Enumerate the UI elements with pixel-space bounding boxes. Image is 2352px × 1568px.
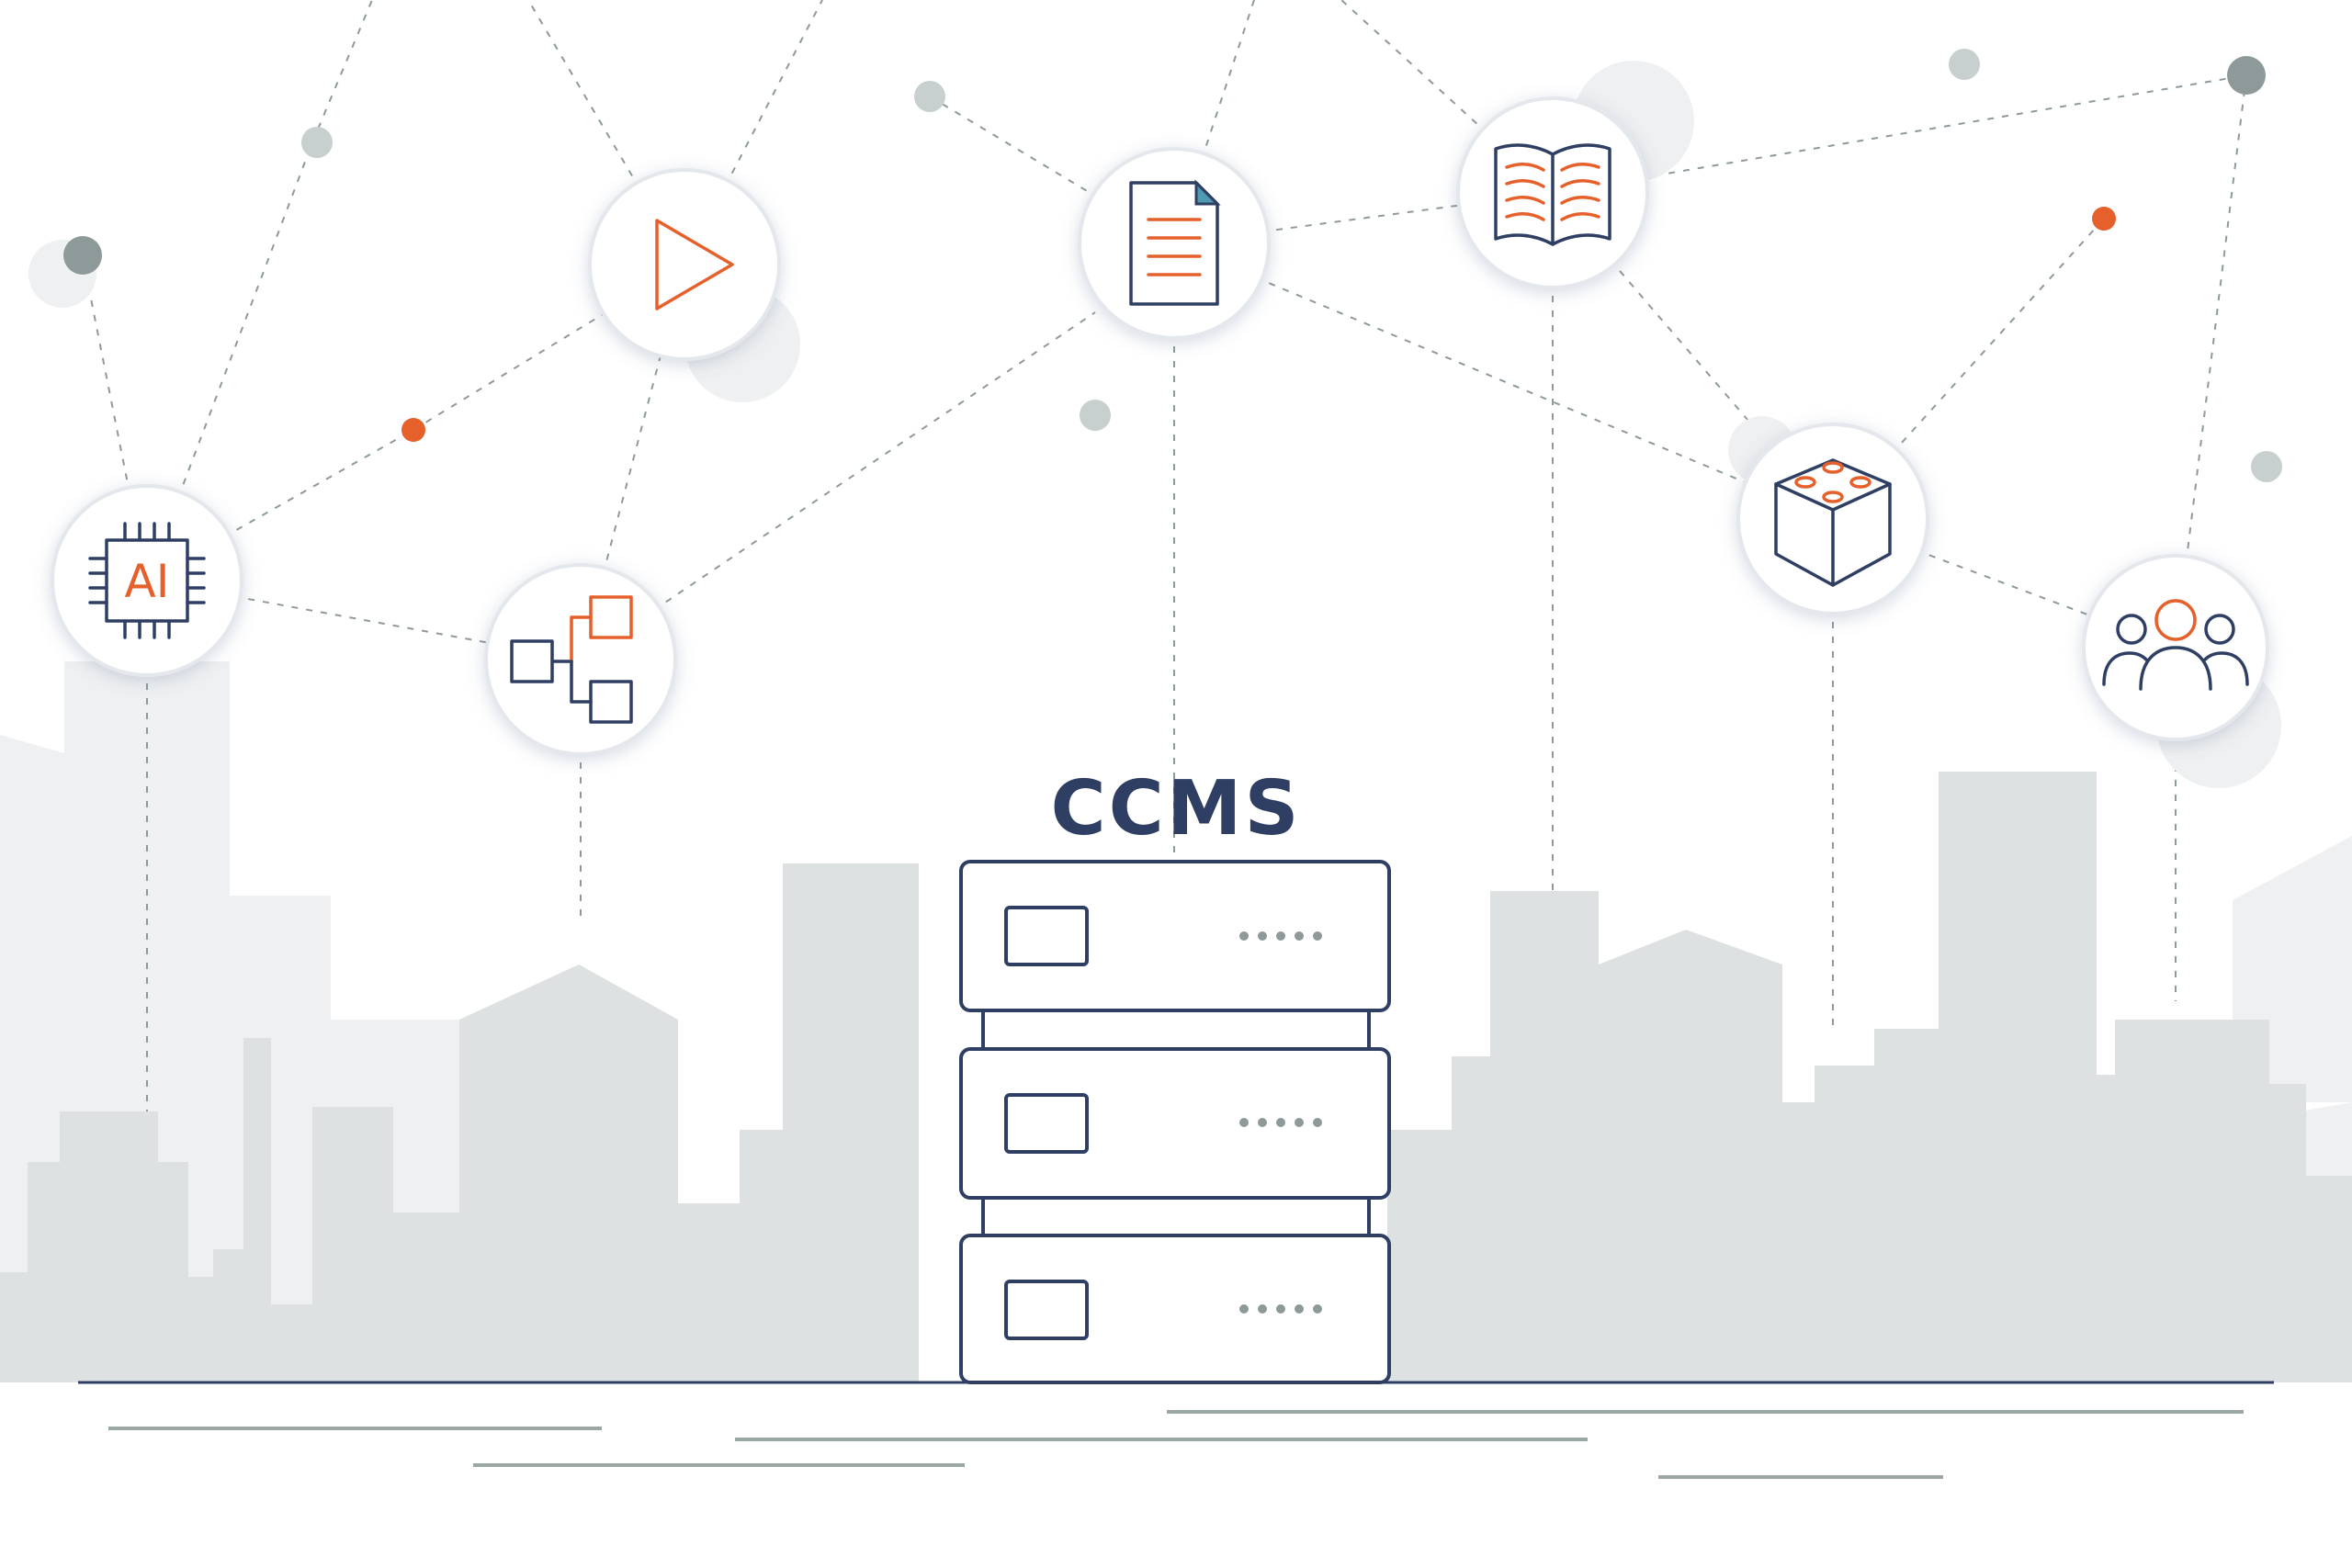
server-unit bbox=[959, 1234, 1391, 1384]
server-unit bbox=[959, 1047, 1391, 1200]
ground-lines bbox=[78, 1381, 2274, 1479]
ai-chip-label: AI bbox=[125, 555, 170, 608]
server-stack bbox=[959, 860, 1391, 1384]
node-structure bbox=[484, 563, 677, 756]
status-lights bbox=[1239, 1118, 1322, 1127]
document-icon bbox=[1129, 179, 1221, 306]
status-lights bbox=[1239, 931, 1322, 941]
play-icon bbox=[655, 219, 734, 310]
node-book bbox=[1456, 96, 1649, 289]
drive-bay bbox=[1004, 906, 1089, 966]
ai-chip-icon: AI bbox=[88, 522, 206, 639]
drive-bay bbox=[1004, 1093, 1089, 1154]
open-book-icon bbox=[1494, 143, 1611, 246]
server-unit bbox=[959, 860, 1391, 1012]
hierarchy-icon bbox=[510, 595, 633, 724]
node-document bbox=[1078, 147, 1271, 340]
ccms-title: CCMS bbox=[1050, 765, 1301, 852]
status-lights bbox=[1239, 1304, 1322, 1314]
drive-bay bbox=[1004, 1280, 1089, 1340]
node-module bbox=[1736, 423, 1929, 615]
node-play bbox=[588, 168, 781, 361]
node-ai: AI bbox=[51, 484, 243, 677]
skyline-front bbox=[0, 772, 2352, 1382]
node-team bbox=[2082, 554, 2269, 741]
building-block-icon bbox=[1774, 458, 1892, 587]
team-icon bbox=[2102, 599, 2249, 691]
